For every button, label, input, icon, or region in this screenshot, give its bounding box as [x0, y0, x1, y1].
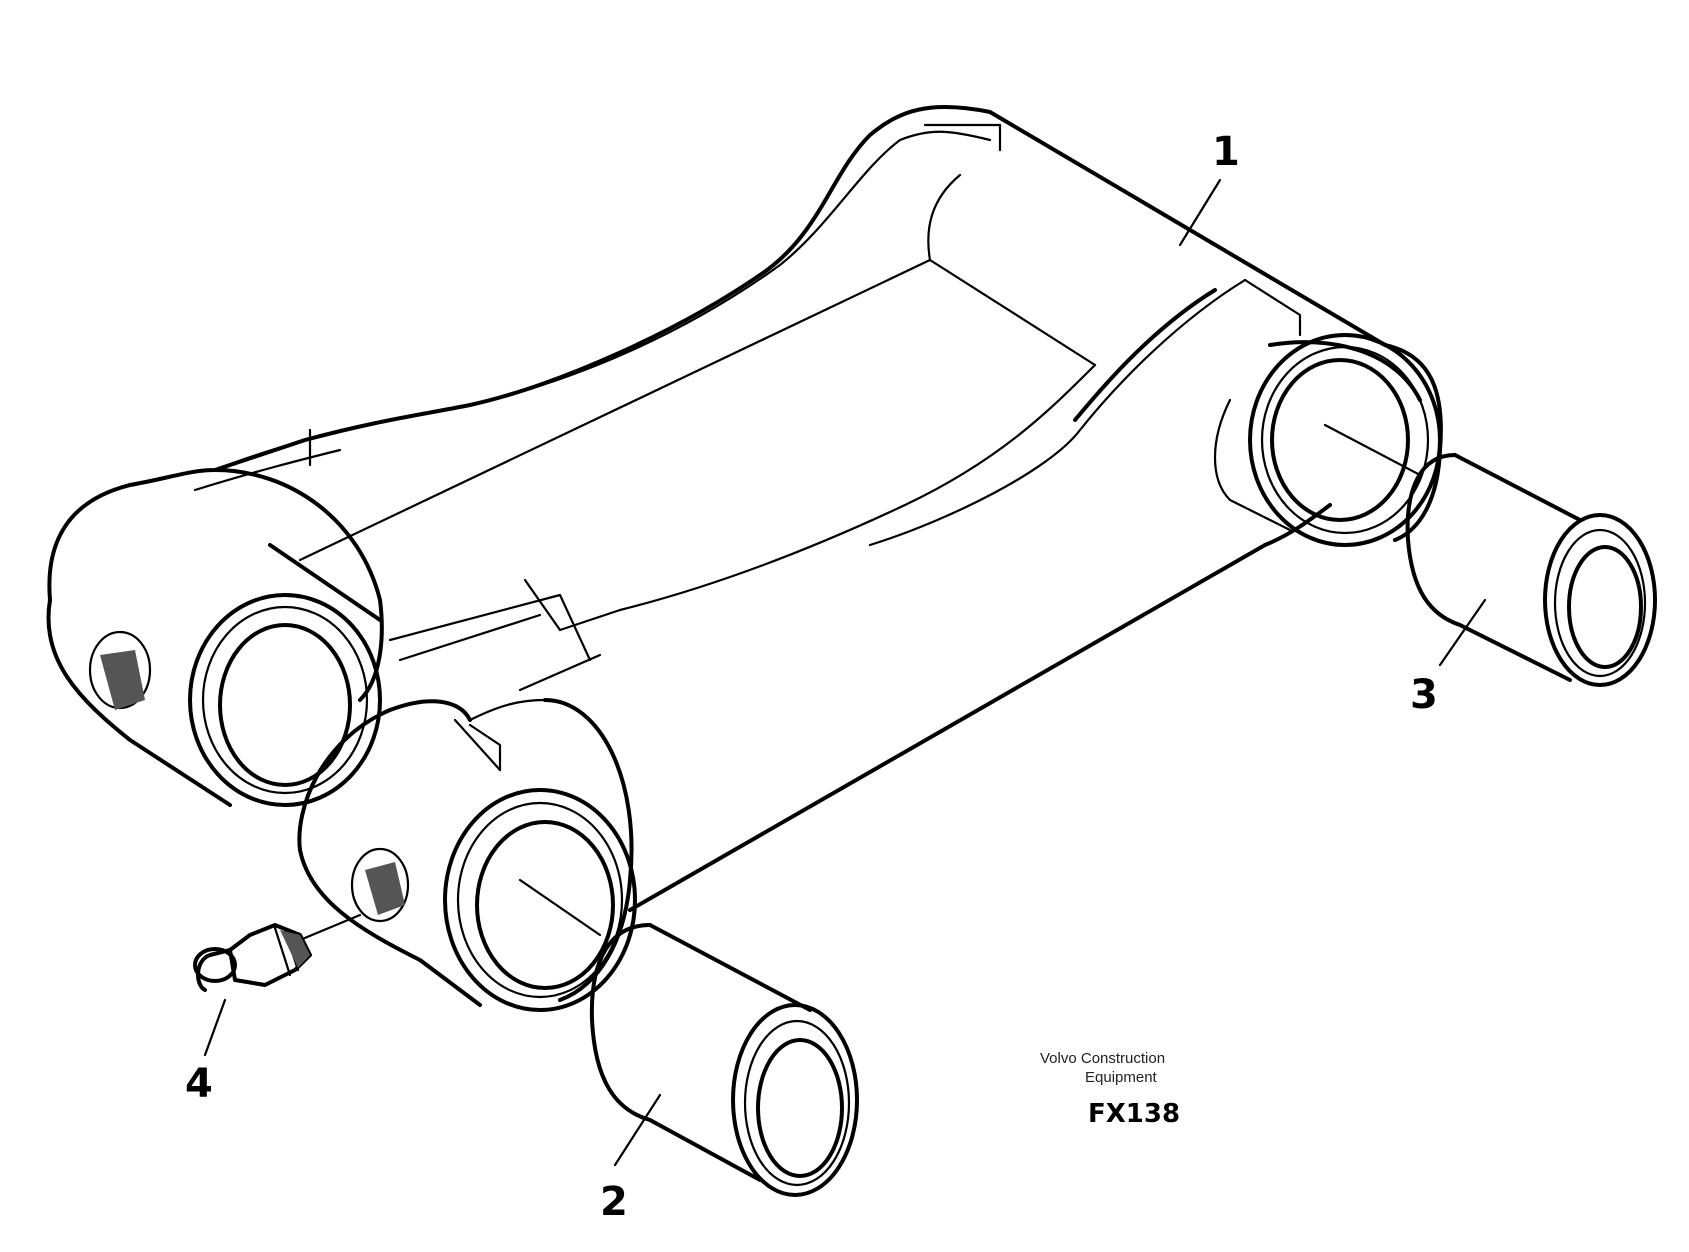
right-rear-boss [1214, 333, 1442, 547]
link-body [47, 105, 1443, 912]
left-rear-boss [46, 468, 384, 807]
leader-1 [1178, 178, 1222, 247]
callout-3: 3 [1410, 672, 1438, 718]
callout-4: 4 [185, 1061, 213, 1107]
leader-3 [1438, 598, 1487, 667]
leader-2 [613, 1093, 662, 1167]
callout-1: 1 [1212, 129, 1240, 175]
watermark-line2: Equipment [1085, 1069, 1158, 1086]
diagram-code: FX138 [1088, 1099, 1180, 1129]
leader-4 [203, 998, 227, 1057]
callout-2: 2 [600, 1179, 628, 1225]
watermark-line1: Volvo Construction [1040, 1050, 1165, 1067]
right-front-boss [297, 698, 637, 1012]
bushing-part-2 [589, 923, 859, 1197]
bushing-part-3 [1405, 453, 1657, 687]
grease-nipple-part-4 [193, 913, 362, 992]
